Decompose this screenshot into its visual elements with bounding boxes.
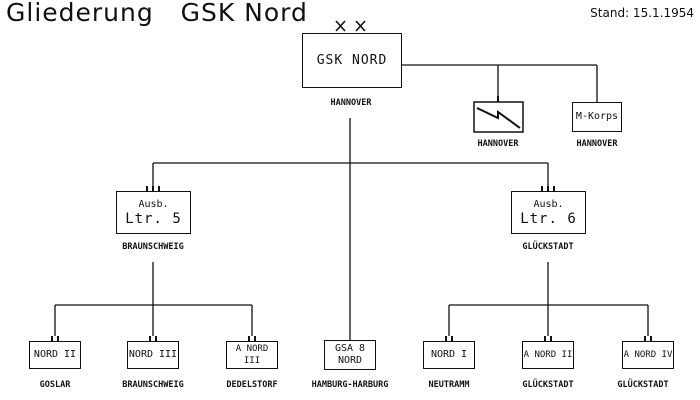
bottom7-tick xyxy=(650,336,652,341)
mkorps-box: M-Korps xyxy=(572,102,622,132)
ltr5-box: Ausb. Ltr. 5 xyxy=(116,191,191,234)
a-nord-iv-box: A NORD IV xyxy=(622,341,674,369)
ltr5-tick xyxy=(152,186,154,191)
nord-iii-location: BRAUNSCHWEIG xyxy=(122,380,184,390)
ltr5-tick xyxy=(158,186,160,191)
mkorps-location: HANNOVER xyxy=(576,139,618,149)
gsk-nord-location: HANNOVER xyxy=(330,98,372,108)
nord-i-label: NORD I xyxy=(430,349,468,360)
bottom3-tick xyxy=(248,336,250,341)
ltr5-line2: Ltr. 5 xyxy=(125,210,182,227)
ltr6-box: Ausb. Ltr. 6 xyxy=(511,191,586,234)
ltr6-line1: Ausb. xyxy=(533,198,564,210)
a-nord-iii-label: A NORD III xyxy=(235,344,269,366)
bottom5-tick xyxy=(451,336,453,341)
ltr6-tick xyxy=(553,186,555,191)
nord-iii-box: NORD III xyxy=(127,341,179,369)
ltr5-tick xyxy=(146,186,148,191)
nord-iii-label: NORD III xyxy=(128,349,178,360)
ltr5-line1: Ausb. xyxy=(138,198,169,210)
gsa8-location: HAMBURG-HARBURG xyxy=(311,380,389,390)
nord-ii-box: NORD II xyxy=(29,341,81,369)
a-nord-ii-box: A NORD II xyxy=(522,341,574,369)
bottom6-tick xyxy=(550,336,552,341)
chart-title: Gliederung GSK Nord xyxy=(6,0,308,27)
ltr6-location: GLÜCKSTADT xyxy=(522,242,574,252)
gsa8-line2: NORD xyxy=(337,355,363,366)
bottom1-tick xyxy=(51,336,53,341)
ltr6-line2: Ltr. 6 xyxy=(520,210,577,227)
a-nord-ii-label: A NORD II xyxy=(523,350,573,360)
ltr6-tick xyxy=(541,186,543,191)
gsa8-box: GSA 8 NORD xyxy=(324,340,376,370)
bottom3-tick xyxy=(254,336,256,341)
nord-i-location: NEUTRAMM xyxy=(428,380,470,390)
nord-ii-label: NORD II xyxy=(33,349,77,360)
bottom2-tick xyxy=(155,336,157,341)
bottom2-tick xyxy=(149,336,151,341)
xx-symbol xyxy=(335,20,366,32)
ltr6-tick xyxy=(547,186,549,191)
bottom7-tick xyxy=(644,336,646,341)
gsk-nord-box: GSK NORD xyxy=(302,33,402,88)
mkorps-label: M-Korps xyxy=(575,111,619,122)
signal-unit-location: HANNOVER xyxy=(477,139,519,149)
nord-ii-location: GOSLAR xyxy=(39,380,71,390)
gsa8-line1: GSA 8 xyxy=(334,343,366,354)
ltr5-location: BRAUNSCHWEIG xyxy=(122,242,184,252)
bottom1-tick xyxy=(57,336,59,341)
bottom6-tick xyxy=(544,336,546,341)
stand-date: Stand: 15.1.1954 xyxy=(590,6,694,20)
gsk-nord-label: GSK NORD xyxy=(316,52,388,68)
a-nord-iv-label: A NORD IV xyxy=(623,350,673,360)
bottom5-tick xyxy=(445,336,447,341)
a-nord-iii-location: DEDELSTORF xyxy=(226,380,278,390)
nord-i-box: NORD I xyxy=(423,341,475,369)
signal-unit-icon xyxy=(473,96,524,133)
a-nord-iv-location: GLÜCKSTADT xyxy=(617,380,669,390)
a-nord-iii-box: A NORD III xyxy=(226,341,278,369)
a-nord-ii-location: GLÜCKSTADT xyxy=(522,380,574,390)
